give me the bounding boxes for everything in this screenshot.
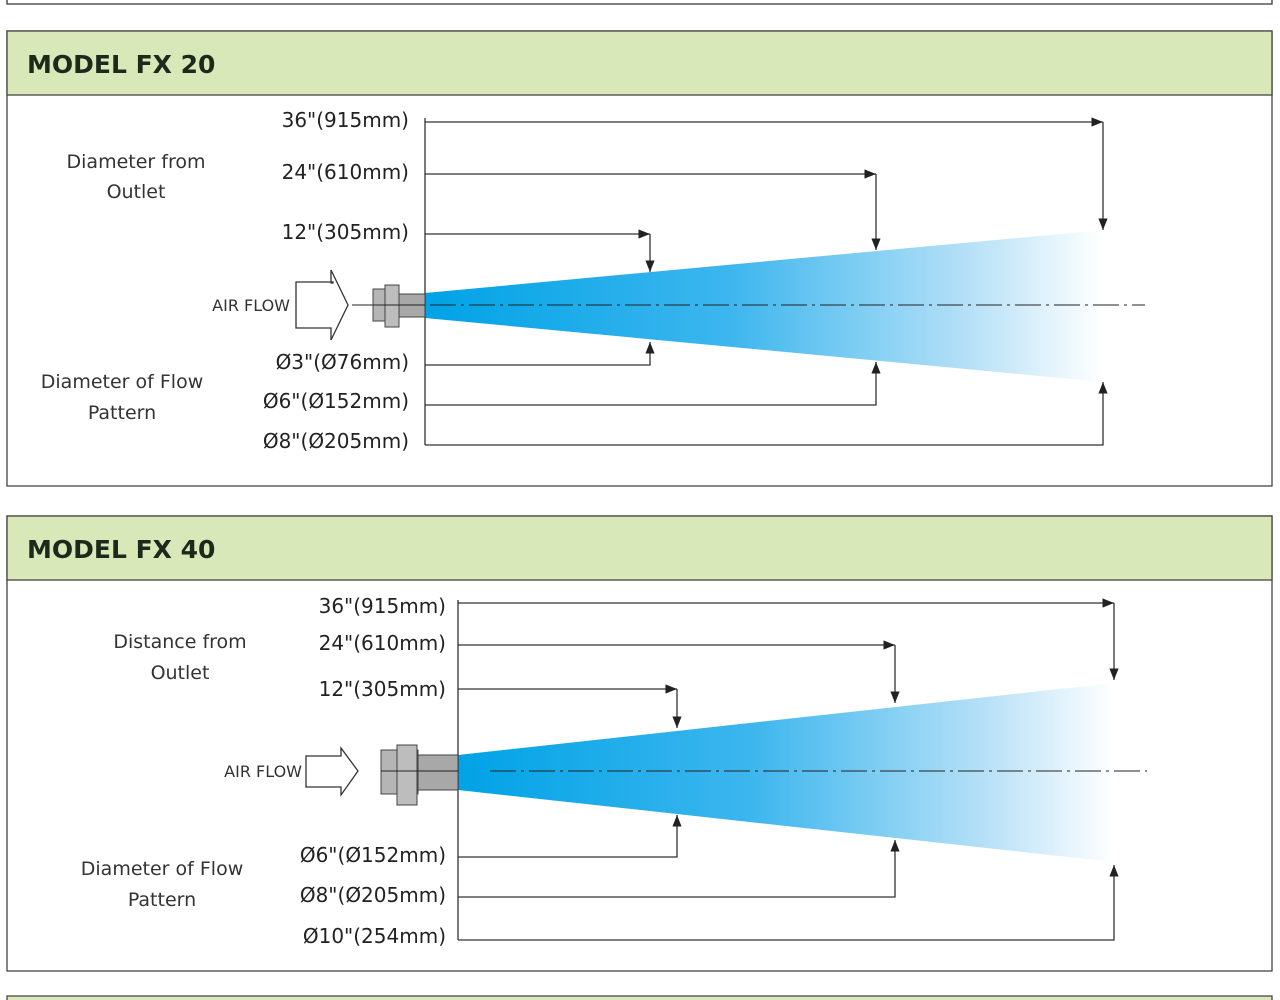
diameter-value: Ø6"(Ø152mm) [263,389,409,413]
diameter-value: Ø8"(Ø205mm) [300,883,446,907]
diameter-value: Ø3"(Ø76mm) [276,350,409,374]
panel-title: MODEL FX 20 [27,50,215,79]
air-flow-arrow-icon [305,746,359,798]
flow-cone [425,230,1103,382]
panel-header [6,30,1273,96]
flow-cone [458,683,1114,862]
distance-label: Distance from [113,631,246,653]
distance-label: Outlet [151,662,210,684]
distance-value: 36"(915mm) [282,108,409,132]
panel-fx40: MODEL FX 40 Distance from Outlet Diamete… [6,515,1273,972]
distance-value: 12"(305mm) [319,677,446,701]
distance-value: 12"(305mm) [282,220,409,244]
distance-value: 24"(610mm) [319,631,446,655]
diameter-label: Diameter of Flow [81,858,243,880]
diameter-label: Pattern [128,889,196,911]
diameter-label: Diameter of Flow [41,371,203,393]
diameter-value: Ø6"(Ø152mm) [300,843,446,867]
panel-header [6,515,1273,581]
panel-fx20: MODEL FX 20 Diameter from Outlet Diamete… [6,30,1273,487]
distance-label: Outlet [107,181,166,203]
diameter-label: Pattern [88,402,156,424]
nozzle-icon [372,284,426,328]
previous-panel-edge [6,0,1273,5]
air-flow-label: AIR FLOW [212,296,290,315]
dimension-lines [458,598,1119,941]
air-flow-arrow-icon [295,269,349,341]
distance-value: 36"(915mm) [319,594,446,618]
diameter-value: Ø8"(Ø205mm) [263,429,409,453]
diameter-value: Ø10"(254mm) [303,924,446,948]
panel-title: MODEL FX 40 [27,535,215,564]
nozzle-icon [380,744,459,806]
dimension-lines [425,117,1108,446]
air-flow-label: AIR FLOW [224,762,302,781]
next-panel-edge [6,995,1273,1000]
distance-value: 24"(610mm) [282,160,409,184]
distance-label: Diameter from [67,151,206,173]
